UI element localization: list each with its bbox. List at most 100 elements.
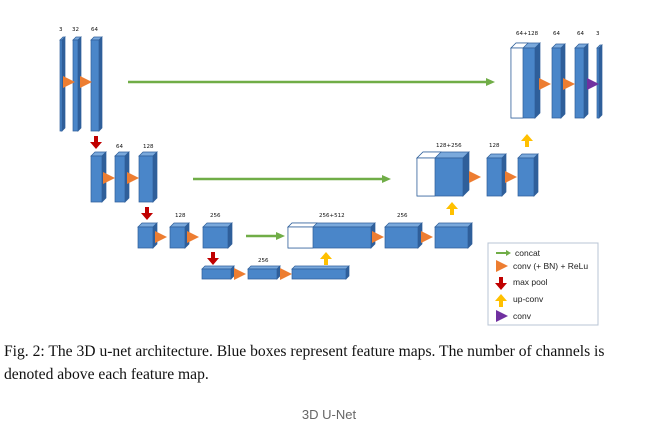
feature-map-front: [90, 39, 100, 132]
conv-arrow: [469, 171, 481, 183]
conv-arrow: [505, 171, 517, 183]
feature-map-top: [384, 222, 423, 228]
feature-map-front: [202, 226, 229, 249]
feature-map: [596, 44, 603, 119]
feature-map: [137, 222, 158, 249]
feature-map: [169, 222, 190, 249]
feature-map-front: [291, 268, 347, 280]
conv-arrow: [563, 78, 575, 90]
conv-arrow: [63, 76, 75, 88]
feature-map-copied: [510, 47, 524, 119]
feature-map: [291, 265, 350, 280]
channel-label: 128: [175, 213, 186, 219]
final-conv-legend-icon: [496, 310, 508, 322]
feature-map: [59, 36, 66, 132]
max-pool-legend-icon: [495, 277, 507, 290]
conv-arrow: [187, 231, 199, 243]
channel-label: 32: [72, 27, 79, 33]
feature-map: [510, 42, 541, 119]
channel-label: 128: [143, 144, 154, 150]
feature-map-side: [462, 151, 470, 197]
conv-arrow: [103, 172, 115, 184]
feature-map-copied: [416, 157, 436, 197]
legend-concat: concat: [515, 248, 541, 258]
legend-box: [487, 242, 599, 326]
concat-arrow-1: [486, 78, 495, 86]
legend: concat conv (+ BN) + ReLu max pool up-co…: [487, 242, 599, 326]
feature-map-front: [517, 157, 535, 197]
feature-map-front: [90, 155, 103, 203]
feature-map-top: [291, 265, 350, 270]
conv-arrow: [372, 231, 384, 243]
feature-map: [287, 222, 376, 249]
max-pool-arrow: [90, 136, 102, 149]
max-pool-arrow: [207, 252, 219, 265]
feature-map-side: [227, 222, 233, 249]
feature-map-front: [551, 47, 562, 119]
legend-max-pool: max pool: [513, 277, 548, 287]
feature-map-front: [201, 268, 232, 280]
feature-map: [416, 151, 470, 197]
feature-map: [486, 153, 507, 197]
feature-map-top: [201, 265, 235, 270]
channel-label: 256: [210, 213, 221, 219]
feature-map: [574, 43, 589, 119]
feature-map-top: [202, 222, 233, 228]
channel-label: 3: [596, 31, 600, 37]
feature-map-front: [59, 39, 63, 132]
feature-map-front: [247, 268, 278, 280]
feature-maps: [59, 36, 603, 280]
conv-arrow: [280, 268, 292, 280]
figure-caption: Fig. 2: The 3D u-net architecture. Blue …: [4, 343, 605, 383]
channel-labels: 3 32 64 64 128 128 256 256 256+512 256 1…: [59, 27, 600, 264]
feature-map-copied: [287, 226, 314, 249]
feature-map: [202, 222, 233, 249]
feature-map: [138, 151, 158, 203]
conv-arrow: [539, 78, 551, 90]
feature-map-side: [467, 222, 473, 249]
channel-label: 128+256: [436, 143, 462, 149]
feature-map: [384, 222, 423, 249]
feature-map-front: [596, 47, 600, 119]
feature-map-top: [247, 265, 281, 270]
max-pool-arrow: [141, 207, 153, 220]
channel-label: 64: [553, 31, 560, 37]
up-conv-arrow: [320, 252, 332, 265]
operation-arrows: [63, 76, 599, 280]
skip-connections: [128, 78, 495, 240]
feature-map-side: [98, 36, 103, 132]
up-conv-legend-icon: [495, 294, 507, 307]
channel-label: 3: [59, 27, 63, 33]
feature-map-side: [598, 44, 603, 119]
legend-conv: conv (+ BN) + ReLu: [513, 261, 588, 271]
figure-subtitle: 3D U-Net: [301, 407, 357, 422]
feature-map-front: [486, 157, 503, 197]
legend-up-conv: up-conv: [513, 294, 544, 304]
concat-arrow-2: [382, 175, 391, 183]
feature-map: [90, 151, 107, 203]
feature-map-front: [138, 155, 154, 203]
feature-map: [201, 265, 235, 280]
conv-arrow: [421, 231, 433, 243]
channel-label: 128: [489, 143, 500, 149]
feature-map: [247, 265, 281, 280]
conv-arrow: [234, 268, 246, 280]
channel-label: 256: [397, 213, 408, 219]
up-conv-arrow: [446, 202, 458, 215]
conv-arrow: [155, 231, 167, 243]
feature-map: [434, 222, 473, 249]
legend-final-conv: conv: [513, 311, 532, 321]
channel-label: 64+128: [516, 31, 539, 37]
feature-map-top: [434, 222, 473, 228]
up-conv-arrow: [521, 134, 533, 147]
conv-arrow: [80, 76, 92, 88]
feature-map-front: [434, 226, 469, 249]
conv-arrow: [587, 78, 599, 90]
feature-map-front: [384, 226, 419, 249]
concat-arrow-3: [276, 232, 285, 240]
feature-map-top-copied: [287, 222, 318, 228]
channel-label: 256: [258, 258, 269, 264]
feature-map: [114, 151, 130, 203]
channel-label: 256+512: [319, 213, 345, 219]
